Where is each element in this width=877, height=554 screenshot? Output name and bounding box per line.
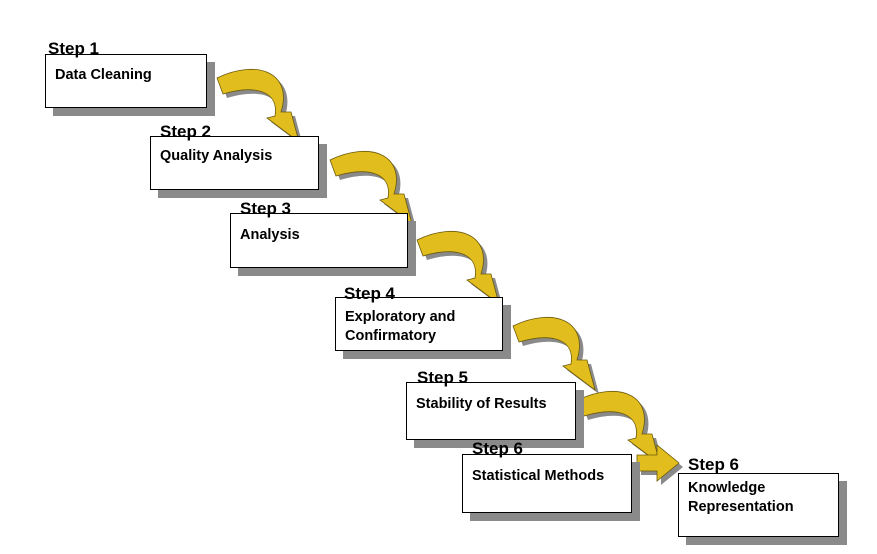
step-1-label: Step 1 [48,39,100,58]
step-6-statistical-label: Step 6 [472,439,524,458]
right-arrow-icon [636,444,683,485]
step-6-statistical-text: Statistical Methods [472,468,605,484]
step-4-text: Exploratory and Confirmatory [345,309,456,344]
step-1-box: Data Cleaning [45,54,207,108]
step-5-box: Stability of Results [406,382,576,440]
step-5-text: Stability of Results [416,396,547,412]
step-3-text: Analysis [240,227,300,243]
step-6-statistical-box: Statistical Methods [462,454,632,513]
step-4-box: Exploratory and Confirmatory [335,297,503,351]
step-6-knowledge-box: Knowledge Representation [678,473,839,537]
step-5-label: Step 5 [417,368,469,387]
step-6-knowledge-label: Step 6 [688,455,740,474]
step-6-knowledge-text: Knowledge Representation [688,480,794,515]
step-3-label: Step 3 [240,199,292,218]
step-2-box: Quality Analysis [150,136,319,190]
step-3-box: Analysis [230,213,408,268]
step-4-label: Step 4 [344,284,396,303]
step-2-label: Step 2 [160,122,212,141]
step-2-text: Quality Analysis [160,148,273,164]
curved-down-arrow-icon [216,68,303,146]
step-1-text: Data Cleaning [55,67,152,83]
